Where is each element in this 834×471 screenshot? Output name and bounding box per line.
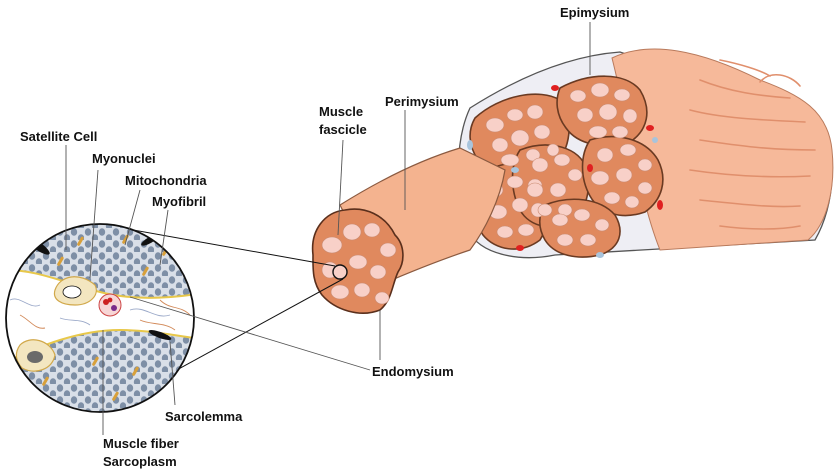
label-myofibril: Myofibril bbox=[152, 194, 206, 209]
magnified-inset bbox=[0, 220, 343, 420]
label-muscle-fiber: Muscle fiber bbox=[103, 436, 179, 451]
label-mitochondria: Mitochondria bbox=[125, 173, 207, 188]
capillary bbox=[99, 294, 121, 316]
magnified-fiber-marker bbox=[333, 265, 347, 279]
label-perimysium: Perimysium bbox=[385, 94, 459, 109]
label-epimysium: Epimysium bbox=[560, 5, 629, 20]
label-endomysium: Endomysium bbox=[372, 364, 454, 379]
label-myonuclei: Myonuclei bbox=[92, 151, 156, 166]
label-sarcoplasm: Sarcoplasm bbox=[103, 454, 177, 469]
label-satellite-cell: Satellite Cell bbox=[20, 129, 97, 144]
muscle-body bbox=[458, 49, 832, 258]
label-muscle-fascicle-line1: Muscle bbox=[319, 104, 363, 119]
label-sarcolemma: Sarcolemma bbox=[165, 409, 243, 424]
label-muscle-fascicle-line2: fascicle bbox=[319, 122, 367, 137]
